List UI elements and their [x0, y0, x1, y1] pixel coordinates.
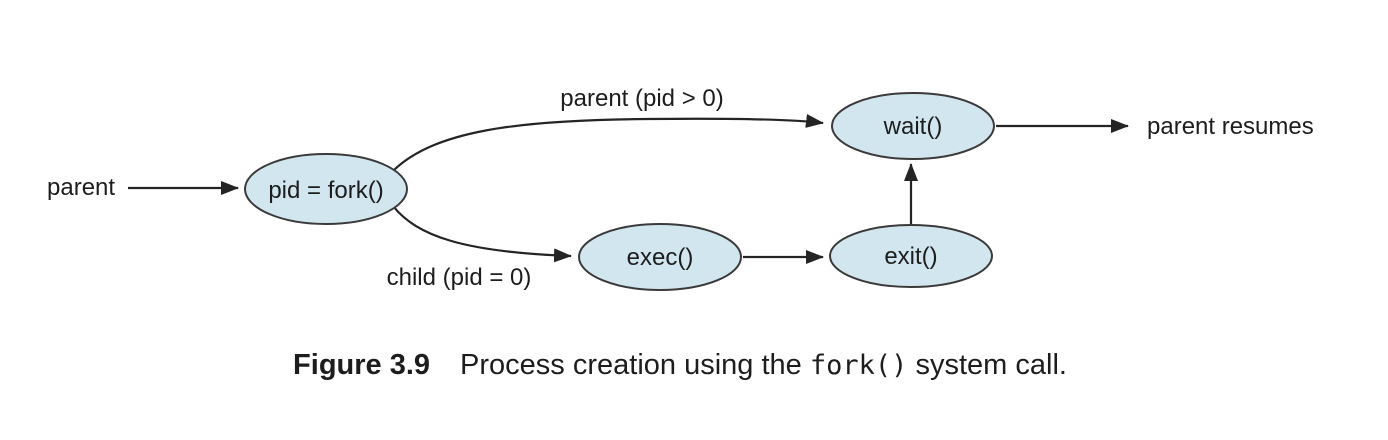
exit-node-ellipse [829, 224, 993, 288]
edge-label-child-branch: child (pid = 0) [387, 264, 532, 291]
wait-node-ellipse [831, 92, 995, 160]
edge-fork-to-wait [393, 114, 824, 171]
figure-number: Figure 3.9 [293, 349, 431, 381]
edge-label-parent-branch: parent (pid > 0) [560, 85, 723, 112]
fork-node-ellipse [244, 153, 408, 225]
parent-resumes-label: parent resumes [1147, 113, 1314, 140]
parent-label: parent [47, 174, 115, 201]
figure-caption: Figure 3.9 Process creation using the for… [293, 349, 1067, 382]
caption-text-before-code: Process creation using the [460, 349, 810, 381]
caption-text-after-code: system call. [907, 349, 1067, 381]
exec-node-ellipse [578, 223, 742, 291]
exit-node-label: exit() [884, 243, 937, 270]
edge-fork-to-exec [392, 205, 572, 263]
fork-node-label: pid = fork() [268, 177, 383, 204]
exec-node-label: exec() [627, 244, 694, 271]
caption-code: fork() [809, 350, 908, 381]
wait-node-label: wait() [883, 113, 943, 140]
